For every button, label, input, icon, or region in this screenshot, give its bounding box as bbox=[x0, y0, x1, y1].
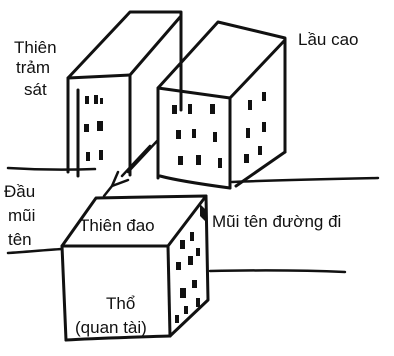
lower-building bbox=[60, 194, 210, 342]
path-arrow bbox=[102, 138, 160, 198]
right-building-windows bbox=[172, 92, 266, 168]
label-thien-tram-sat-line3: sát bbox=[24, 80, 47, 99]
label-tho: Thổ bbox=[106, 294, 136, 313]
label-dau-mui-ten-line2: mũi bbox=[8, 206, 36, 225]
left-building bbox=[66, 10, 183, 178]
label-mui-ten-duong-di: Mũi tên đường đi bbox=[212, 212, 342, 231]
right-building bbox=[156, 20, 287, 190]
label-dau-mui-ten-line1: Đầu bbox=[4, 182, 36, 201]
lower-building-shading bbox=[175, 204, 206, 323]
label-quan-tai: (quan tài) bbox=[75, 318, 147, 337]
label-dau-mui-ten-line3: tên bbox=[8, 230, 32, 249]
label-thien-dao: Thiên đao bbox=[79, 216, 155, 235]
label-lau-cao: Lầu cao bbox=[298, 30, 359, 49]
label-thien-tram-sat-line2: trảm bbox=[16, 58, 50, 77]
label-thien-tram-sat-line1: Thiên bbox=[14, 38, 57, 57]
street-lines bbox=[6, 166, 380, 274]
left-building-windows bbox=[84, 95, 103, 161]
